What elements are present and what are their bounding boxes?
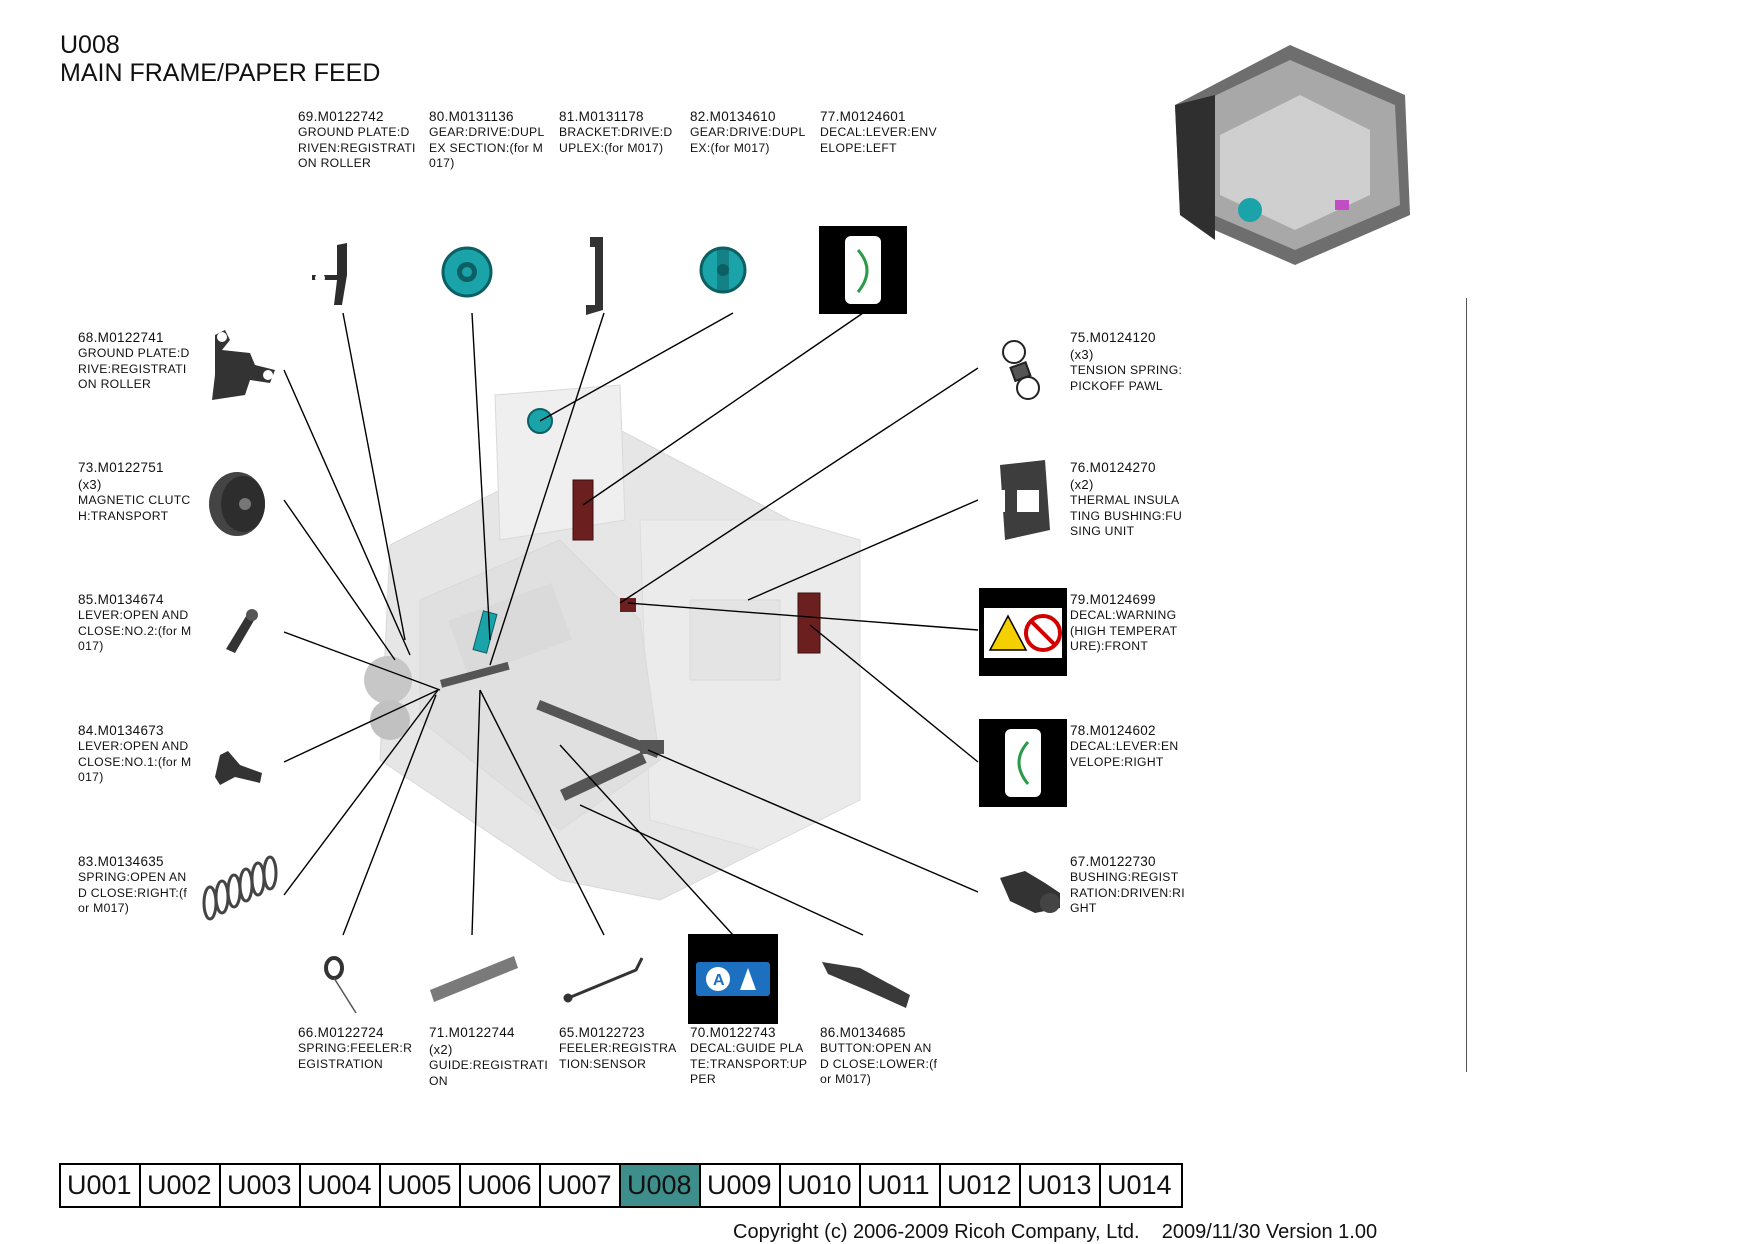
- feeler-65-icon: [563, 957, 644, 1003]
- clutch-73-icon: [209, 472, 265, 536]
- copyright-text: Copyright (c) 2006-2009 Ricoh Company, L…: [733, 1221, 1140, 1243]
- version-text: 2009/11/30 Version 1.00: [1161, 1221, 1378, 1243]
- tab-u011[interactable]: U011: [861, 1165, 941, 1206]
- tab-u007[interactable]: U007: [541, 1165, 621, 1206]
- lever-85-icon: [226, 609, 258, 653]
- guide-71-icon: [430, 956, 518, 1002]
- part-callout-71: 71.M0122744(x2)GUIDE:REGISTRATION: [429, 1025, 549, 1088]
- tab-u009[interactable]: U009: [701, 1165, 781, 1206]
- section-nav: U001 U002 U003 U004 U005 U006 U007 U008 …: [59, 1163, 1183, 1208]
- part-callout-76: 76.M0124270(x2)THERMAL INSULATING BUSHIN…: [1070, 460, 1183, 538]
- tab-u014[interactable]: U014: [1107, 1170, 1172, 1200]
- page-code: U008: [60, 31, 120, 59]
- part-callout-73: 73.M0122751(x3)MAGNETIC CLUTCH:TRANSPORT: [78, 460, 191, 523]
- leader-lines: [283, 312, 979, 936]
- spring-66-icon: [324, 956, 357, 1014]
- tab-u001[interactable]: U001: [61, 1165, 141, 1206]
- unit-overview-thumbnail: [1175, 45, 1410, 265]
- plate-69-icon: [312, 243, 347, 305]
- tab-u012[interactable]: U012: [941, 1165, 1021, 1206]
- tab-u002[interactable]: U002: [141, 1165, 221, 1206]
- bushing-67-icon: [1000, 871, 1060, 913]
- spring-83-icon: [202, 855, 278, 921]
- bushing-76-icon: [995, 460, 1050, 540]
- tab-u010[interactable]: U010: [781, 1165, 861, 1206]
- tab-u013[interactable]: U013: [1021, 1165, 1101, 1206]
- main-frame-assembly: [364, 384, 861, 901]
- plate-68-icon: [212, 330, 275, 400]
- page-title: MAIN FRAME/PAPER FEED: [60, 59, 381, 87]
- decal-70-icon: A: [688, 934, 778, 1024]
- part-callout-75: 75.M0124120(x3)TENSION SPRING:PICKOFF PA…: [1070, 330, 1183, 393]
- tab-u004[interactable]: U004: [301, 1165, 381, 1206]
- spring-75-icon: [1002, 340, 1040, 400]
- decal-77-icon: [819, 226, 907, 314]
- tab-u006[interactable]: U006: [461, 1165, 541, 1206]
- tab-u005[interactable]: U005: [381, 1165, 461, 1206]
- decal-79-icon: [979, 588, 1067, 676]
- gear-82-icon: [699, 246, 747, 294]
- tab-u003[interactable]: U003: [221, 1165, 301, 1206]
- button-86-icon: [822, 962, 910, 1008]
- frame-detail-parts: [440, 408, 821, 801]
- tab-u008[interactable]: U008: [621, 1165, 701, 1206]
- decal-78-icon: [979, 719, 1067, 807]
- svg-text:A: A: [713, 972, 725, 989]
- footer: Copyright (c) 2006-2009 Ricoh Company, L…: [733, 1221, 1377, 1244]
- lever-84-icon: [215, 751, 262, 785]
- gear-80-icon: [441, 246, 493, 298]
- bracket-81-icon: [586, 237, 603, 315]
- divider-line: [1466, 298, 1467, 1072]
